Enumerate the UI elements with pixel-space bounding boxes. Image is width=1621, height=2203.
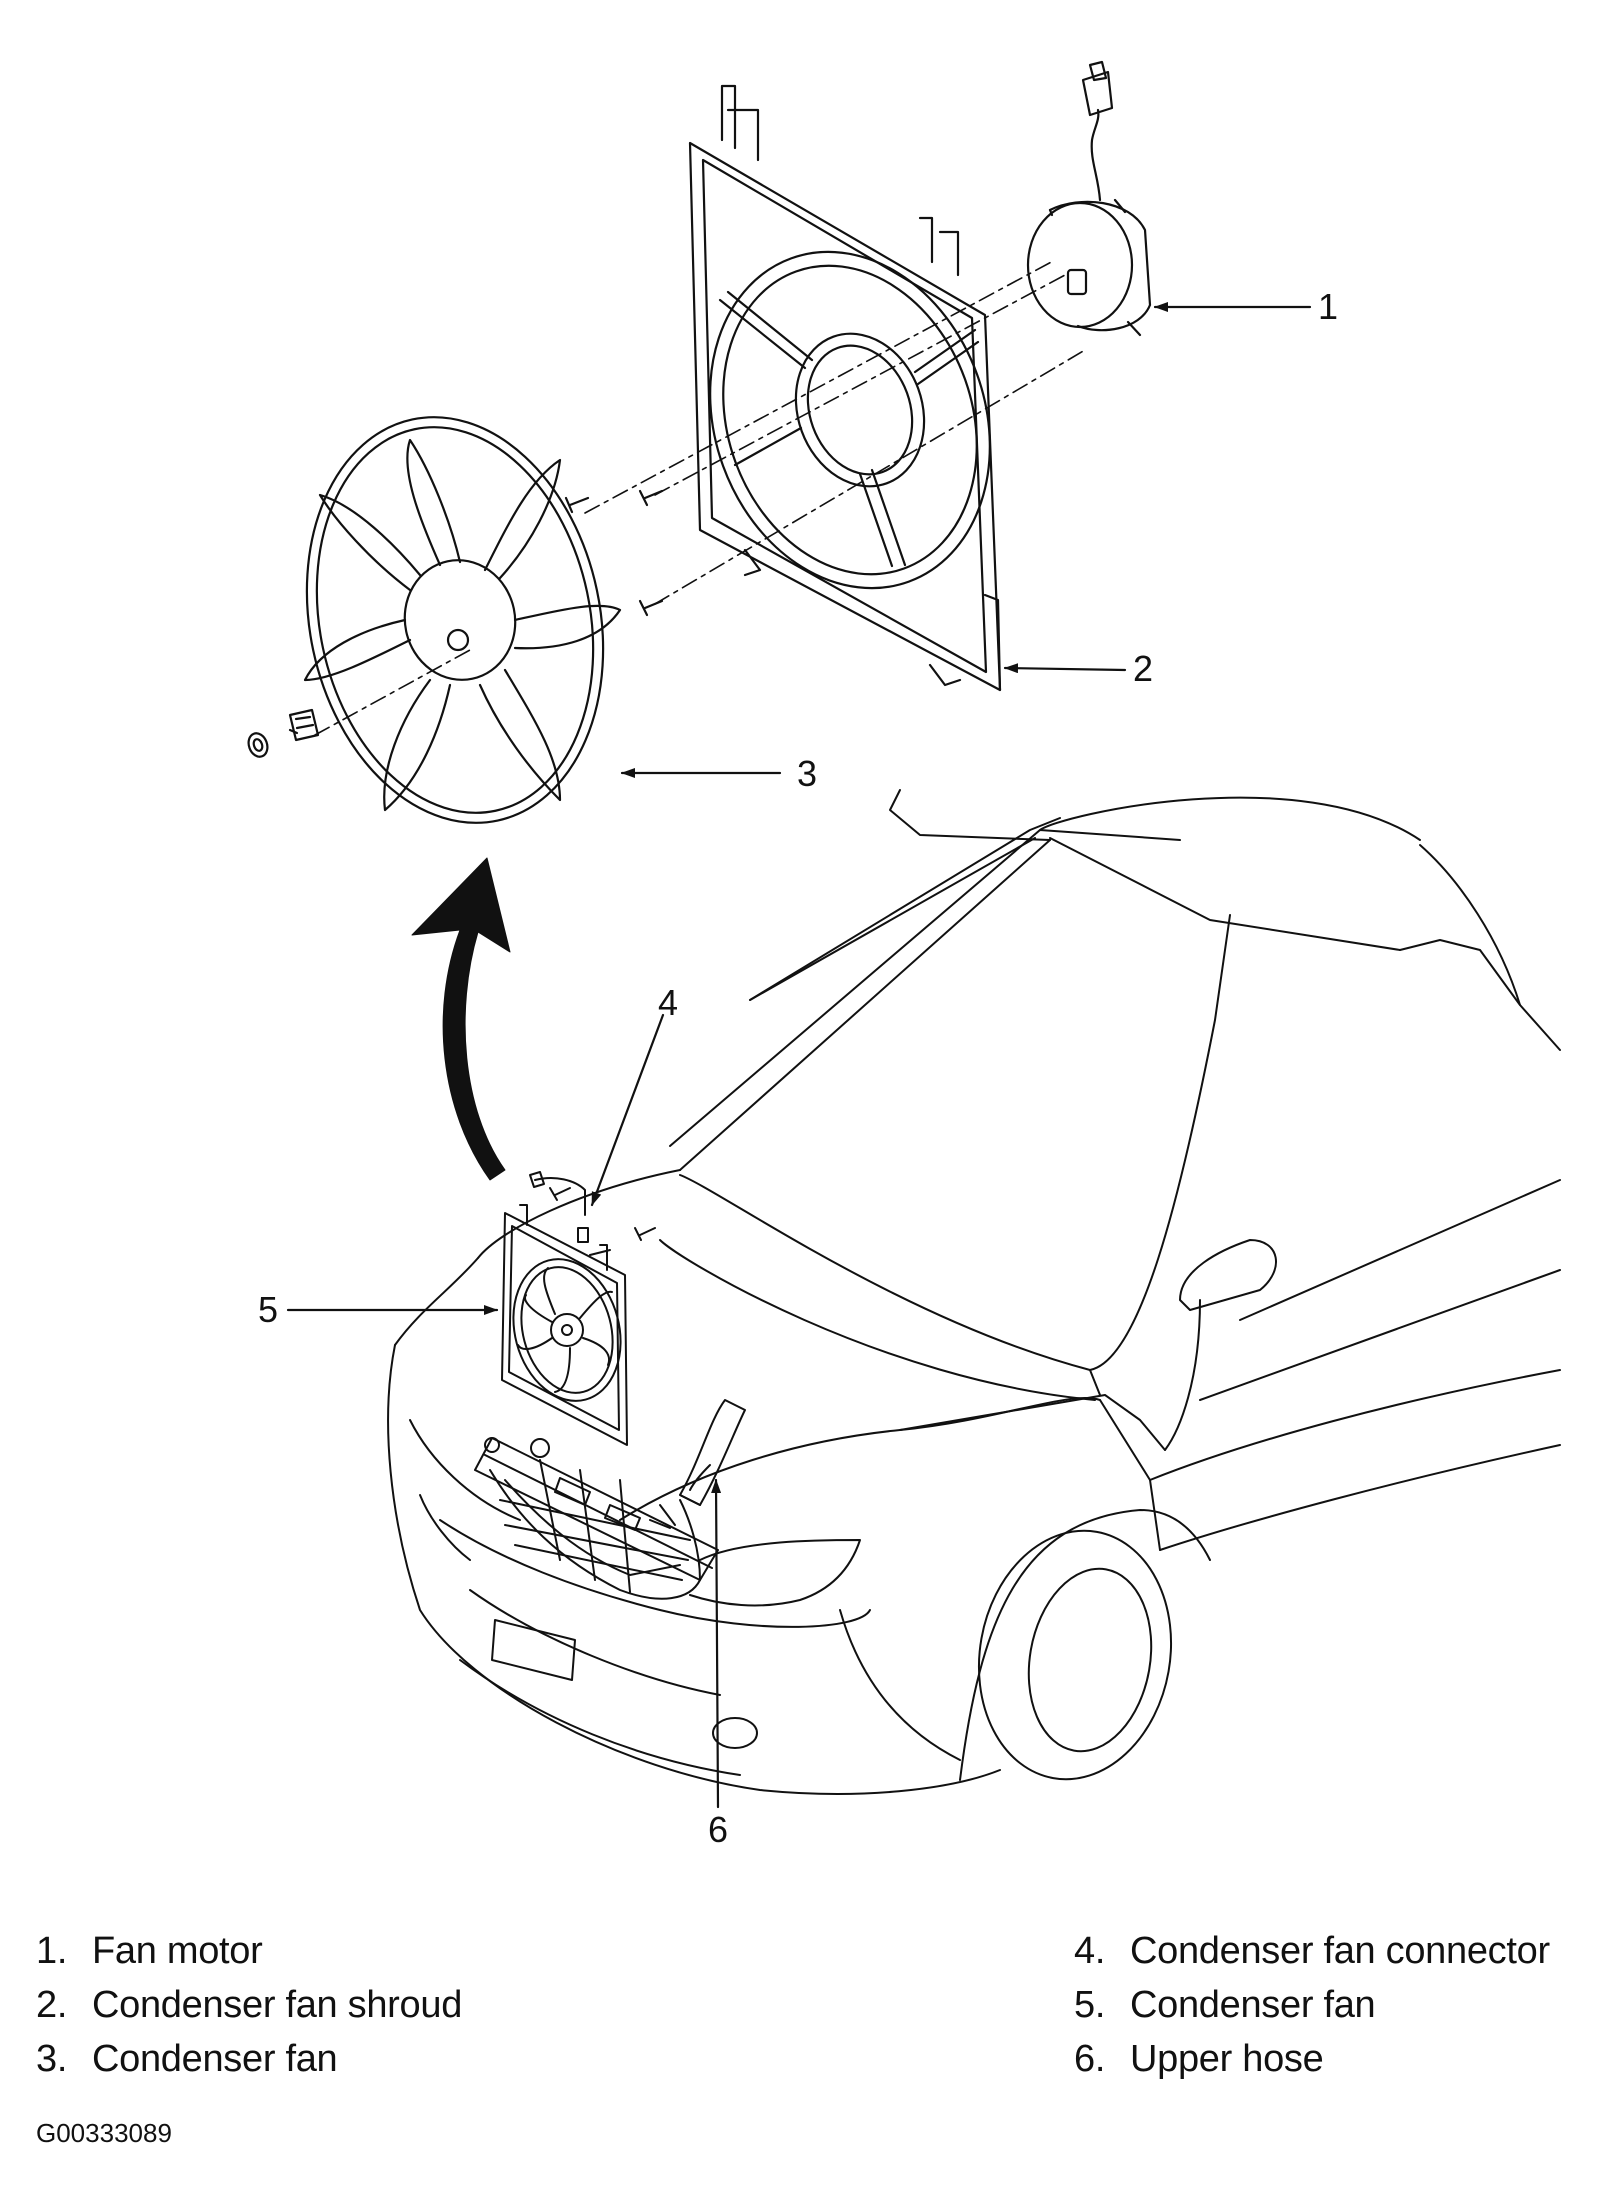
vehicle-drawing <box>387 789 1561 1795</box>
callout-4: 4 <box>658 982 679 1023</box>
legend-label: Condenser fan <box>92 2038 338 2080</box>
callout-2: 2 <box>1133 648 1154 689</box>
assembly-guide-lines <box>314 259 1086 736</box>
legend-left-column: 1. Fan motor 2. Condenser fan shroud 3. … <box>36 1930 756 2092</box>
legend-item: 1. Fan motor <box>36 1930 756 1984</box>
legend-right-column: 4. Condenser fan connector 5. Condenser … <box>1074 1930 1621 2092</box>
legend-label: Condenser fan shroud <box>92 1984 463 2026</box>
figure-id: G00333089 <box>36 2118 172 2148</box>
legend-number: 2. <box>36 1984 68 2026</box>
condenser-fan-shroud-drawing <box>688 84 1002 692</box>
legend-item: 2. Condenser fan shroud <box>36 1984 756 2038</box>
legend-item: 4. Condenser fan connector <box>1074 1930 1621 1984</box>
legend-label: Condenser fan <box>1130 1984 1376 2026</box>
condenser-fan-drawing <box>247 416 622 824</box>
legend-label: Fan motor <box>92 1930 263 1972</box>
callout-5: 5 <box>258 1289 279 1330</box>
legend-item: 6. Upper hose <box>1074 2038 1621 2092</box>
installed-fan-assembly-drawing <box>501 1171 656 1446</box>
exploded-view-diagram <box>247 60 1561 1809</box>
removal-direction-arrow <box>411 857 511 1181</box>
leader-line-2 <box>1003 663 1127 674</box>
screw-drawings <box>564 489 664 617</box>
legend-number: 3. <box>36 2038 68 2080</box>
legend-number: 6. <box>1074 2038 1106 2080</box>
callout-1: 1 <box>1318 286 1339 327</box>
legend-number: 1. <box>36 1930 68 1972</box>
legend-item: 3. Condenser fan <box>36 2038 756 2092</box>
callout-3: 3 <box>797 753 818 794</box>
legend-label: Upper hose <box>1130 2038 1324 2080</box>
leader-line-6 <box>711 1478 722 1809</box>
legend-number: 4. <box>1074 1930 1106 1972</box>
callout-6: 6 <box>708 1809 729 1850</box>
legend-label: Condenser fan connector <box>1130 1930 1550 1972</box>
fan-motor-drawing <box>1026 60 1152 337</box>
legend-item: 5. Condenser fan <box>1074 1984 1621 2038</box>
leader-line-4 <box>590 1013 665 1207</box>
legend-number: 5. <box>1074 1984 1106 2026</box>
